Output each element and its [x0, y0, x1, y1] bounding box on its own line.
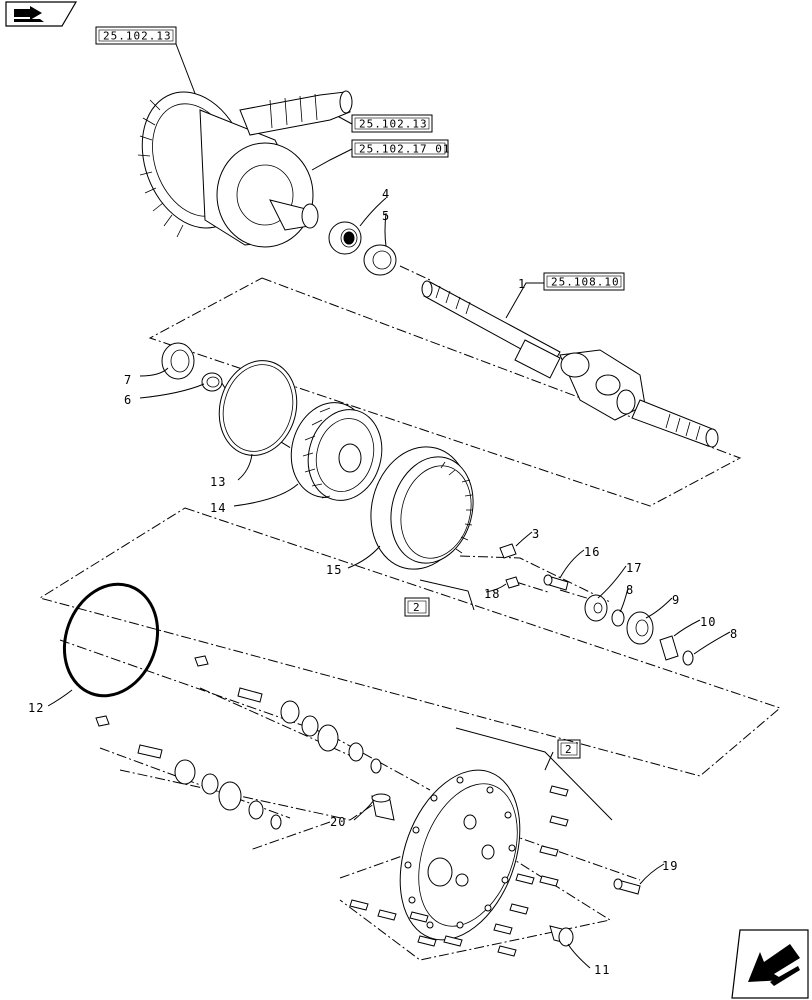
shaft-splines: [435, 285, 471, 315]
reference-leaders: [175, 43, 613, 821]
callout-17: 17: [626, 561, 642, 575]
callout-15: 15: [326, 563, 342, 577]
callout-4: 4: [382, 187, 390, 201]
reference-label: 25.102.13: [103, 30, 172, 43]
planet-carrier-part-14: [290, 402, 383, 501]
ring-gear-part-15: [370, 446, 474, 570]
seal-part-7: [161, 342, 195, 380]
reference-box-25-102-13-top[interactable]: 25.102.13: [95, 26, 177, 45]
callout-3: 3: [532, 527, 540, 541]
pinion-teeth: [269, 93, 318, 129]
planet-stack-upper: [194, 655, 382, 774]
callout-7: 7: [124, 373, 132, 387]
callout-labels: 4 5 1 7 6 13 14 15 3 16 17 18 8 9 10 8 1…: [28, 187, 738, 977]
reference-label: 2: [565, 743, 573, 756]
callout-9: 9: [672, 593, 680, 607]
reference-label: 25.102.13: [359, 118, 428, 131]
differential-assembly: [137, 90, 353, 248]
reference-box-25-102-17-01[interactable]: 25.102.17 01: [351, 139, 450, 158]
planet-stack-middle: [95, 715, 282, 830]
callout-8-upper: 8: [626, 583, 634, 597]
callout-19: 19: [662, 859, 678, 873]
callout-12: 12: [28, 701, 44, 715]
dowel-pin-part-3: [499, 543, 517, 559]
callout-5: 5: [382, 209, 390, 223]
callout-1: 1: [518, 277, 526, 291]
pin-part-18: [505, 576, 520, 589]
book-arrow-icon[interactable]: [5, 1, 78, 27]
callout-18: 18: [484, 587, 500, 601]
callout-20: 20: [330, 815, 346, 829]
needle-bearing-part-10: [659, 635, 679, 661]
reference-box-25-102-13-mid[interactable]: 25.102.13: [351, 114, 433, 133]
reference-label: 25.108.10: [551, 276, 620, 289]
internal-teeth: [440, 461, 473, 554]
plug-part-11: [549, 925, 574, 947]
o-ring-part-12: [62, 582, 160, 698]
axle-shaft-part-1: [421, 280, 719, 448]
reference-label: 2: [413, 601, 421, 614]
carrier-cover-assembly: [399, 769, 521, 941]
cover-bolts: [349, 785, 569, 957]
snap-ring-part-6: [201, 372, 223, 392]
callout-11: 11: [594, 963, 610, 977]
bolt-part-19: [613, 878, 641, 895]
reference-label: 25.102.17 01: [359, 143, 450, 156]
bearing-race-part-5: [363, 244, 397, 276]
washer-part-8-lower: [682, 650, 694, 666]
thrust-washer-part-17: [584, 594, 608, 622]
o-ring-part-13: [218, 360, 298, 456]
bolt-part-16: [543, 574, 569, 591]
callout-16: 16: [584, 545, 600, 559]
next-page-arrow-icon[interactable]: [731, 929, 809, 999]
reference-box-2-left[interactable]: 2: [404, 597, 430, 617]
bearing-part-4: [328, 221, 362, 255]
reference-box-2-right[interactable]: 2: [557, 739, 581, 759]
reference-box-25-108-10[interactable]: 25.108.10: [543, 272, 625, 291]
washer-part-8-upper: [611, 609, 625, 627]
callout-10: 10: [700, 615, 716, 629]
callout-6: 6: [124, 393, 132, 407]
callout-14: 14: [210, 501, 226, 515]
outer-splines: [665, 413, 701, 441]
callout-13: 13: [210, 475, 226, 489]
planet-gear-part-9: [626, 611, 654, 645]
callout-8-lower: 8: [730, 627, 738, 641]
carrier-teeth: [302, 407, 331, 499]
ring-gear-teeth: [137, 99, 184, 238]
cover-bolt-holes: [404, 776, 516, 929]
pin-part-20: [371, 793, 395, 821]
callout-leaders: [47, 197, 731, 969]
